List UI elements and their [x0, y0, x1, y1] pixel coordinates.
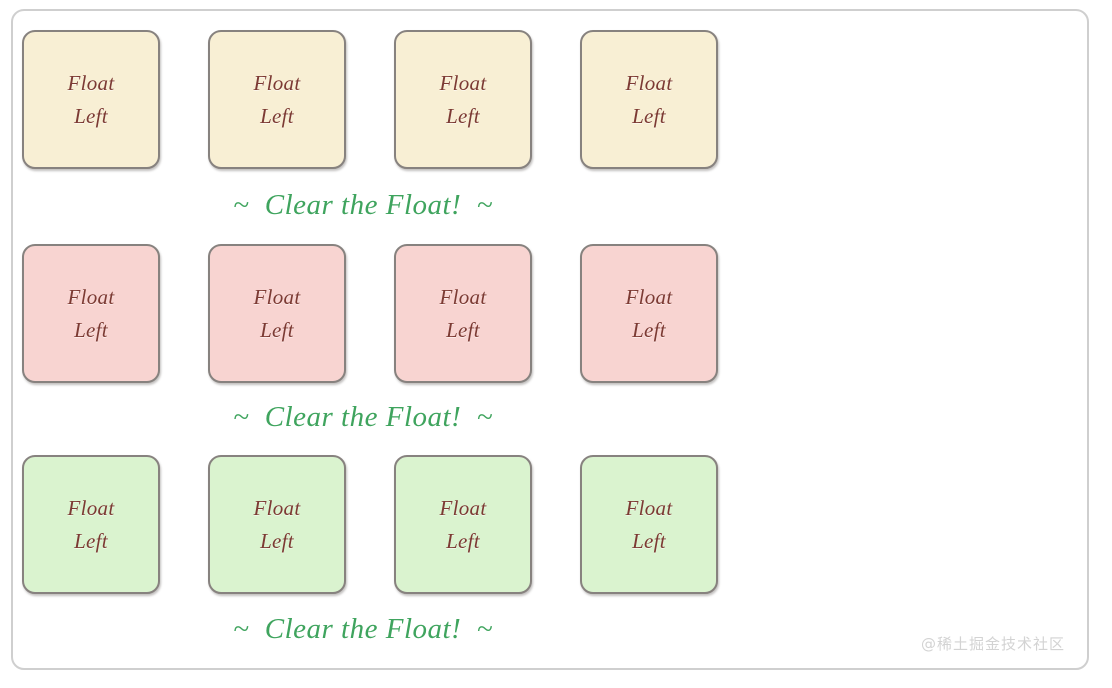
float-box[interactable]: Float Left — [22, 244, 160, 383]
float-box[interactable]: Float Left — [580, 455, 718, 594]
float-box[interactable]: Float Left — [208, 455, 346, 594]
float-box-label: Float Left — [625, 495, 673, 553]
float-box[interactable]: Float Left — [22, 455, 160, 594]
float-box[interactable]: Float Left — [394, 30, 532, 169]
clear-float-caption: ~ Clear the Float! ~ — [233, 189, 493, 221]
float-box-label: Float Left — [253, 284, 301, 342]
float-row-pink: Float Left Float Left Float Left Float L… — [13, 244, 1087, 383]
float-box-label: Float Left — [67, 284, 115, 342]
float-box-label: Float Left — [253, 70, 301, 128]
float-demo-container: Float Left Float Left Float Left Float L… — [11, 9, 1089, 670]
clear-float-caption: ~ Clear the Float! ~ — [233, 613, 493, 645]
float-box[interactable]: Float Left — [208, 244, 346, 383]
float-row-green: Float Left Float Left Float Left Float L… — [13, 455, 1087, 594]
float-box[interactable]: Float Left — [394, 244, 532, 383]
float-box-label: Float Left — [67, 70, 115, 128]
float-box-label: Float Left — [439, 70, 487, 128]
clear-float-caption: ~ Clear the Float! ~ — [233, 401, 493, 433]
float-box[interactable]: Float Left — [394, 455, 532, 594]
float-box-label: Float Left — [439, 284, 487, 342]
float-box[interactable]: Float Left — [580, 30, 718, 169]
float-box[interactable]: Float Left — [22, 30, 160, 169]
float-box[interactable]: Float Left — [580, 244, 718, 383]
float-box[interactable]: Float Left — [208, 30, 346, 169]
float-box-label: Float Left — [253, 495, 301, 553]
watermark-label: @稀土掘金技术社区 — [920, 635, 1065, 653]
float-box-label: Float Left — [67, 495, 115, 553]
float-row-cream: Float Left Float Left Float Left Float L… — [13, 30, 1087, 169]
float-box-label: Float Left — [439, 495, 487, 553]
float-box-label: Float Left — [625, 70, 673, 128]
float-box-label: Float Left — [625, 284, 673, 342]
